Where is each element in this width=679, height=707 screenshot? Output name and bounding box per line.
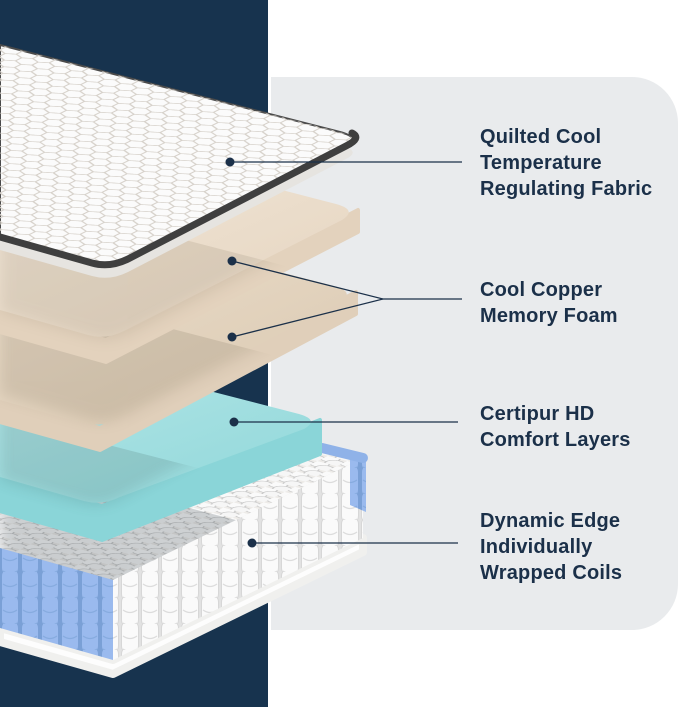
quilted-fabric-top-layer bbox=[0, 44, 360, 278]
layer-label-memory-foam: Cool Copper Memory Foam bbox=[480, 277, 676, 329]
label-line: Memory Foam bbox=[480, 305, 618, 327]
coil-blue-edge-face bbox=[0, 548, 113, 660]
memory-foam-layer-upper bbox=[0, 117, 360, 364]
label-line: Cool Copper bbox=[480, 279, 603, 301]
comfort-foam-layer bbox=[0, 337, 322, 542]
leader-dot-coils bbox=[247, 538, 257, 548]
label-line: Quilted Cool bbox=[480, 126, 602, 148]
leader-dot-memory-foam-upper bbox=[227, 256, 237, 266]
memory-foam-upper-side bbox=[0, 208, 360, 364]
label-line: Regulating Fabric bbox=[480, 178, 653, 200]
memory-foam-lower-side bbox=[0, 290, 358, 452]
coil-front-right-face bbox=[113, 458, 363, 660]
leader-dot-comfort-foam bbox=[229, 417, 239, 427]
leader-dot-memory-foam-lower bbox=[227, 332, 237, 342]
leader-dot-quilted-fabric bbox=[225, 157, 235, 167]
coil-blue-back-edge bbox=[317, 443, 368, 463]
label-line: Temperature bbox=[480, 152, 602, 174]
wrapped-coil-unit bbox=[0, 364, 368, 678]
label-line: Comfort Layers bbox=[480, 429, 631, 451]
label-line: Dynamic Edge bbox=[480, 510, 621, 532]
layer-label-quilted-fabric: Quilted Cool Temperature Regulating Fabr… bbox=[480, 124, 676, 202]
coil-blue-corner bbox=[350, 452, 366, 512]
label-line: Individually bbox=[480, 536, 593, 558]
label-line: Certipur HD bbox=[480, 403, 595, 425]
leader-line-memory-foam-lower bbox=[231, 298, 384, 338]
layer-label-wrapped-coils: Dynamic Edge Individually Wrapped Coils bbox=[480, 508, 676, 586]
label-line: Wrapped Coils bbox=[480, 562, 623, 584]
memory-foam-layer-lower bbox=[0, 199, 358, 452]
quilted-piping-edge bbox=[0, 129, 360, 269]
layer-label-comfort-layers: Certipur HD Comfort Layers bbox=[480, 401, 676, 453]
comfort-foam-side bbox=[0, 418, 322, 542]
